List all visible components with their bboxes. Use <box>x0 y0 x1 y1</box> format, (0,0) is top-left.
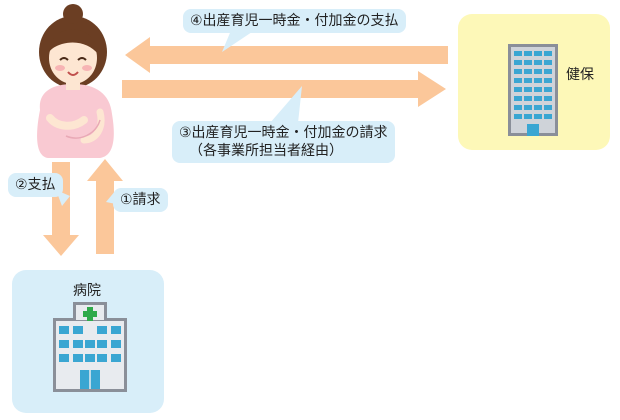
callout-tail-step4 <box>222 28 258 52</box>
callout-step3: ③出産育児一時金・付加金の請求 （各事業所担当者経由） <box>172 121 395 163</box>
hospital-building-icon <box>53 302 127 392</box>
step3-label-line2: （各事業所担当者経由） <box>189 143 343 159</box>
arrow-step1 <box>87 159 123 254</box>
step3-label-line1: ③出産育児一時金・付加金の請求 <box>179 125 388 141</box>
arrow-step3 <box>122 71 446 107</box>
step1-label: ①請求 <box>120 192 161 208</box>
callout-step1: ①請求 <box>113 188 168 212</box>
kenpo-building-icon <box>508 44 558 136</box>
kenpo-label: 健保 <box>566 67 594 83</box>
arrow-step4 <box>125 37 448 73</box>
step2-label: ②支払 <box>15 177 56 193</box>
callout-step4: ④出産育児一時金・付加金の支払 <box>183 9 406 33</box>
step4-label: ④出産育児一時金・付加金の支払 <box>190 13 399 29</box>
hospital-label: 病院 <box>73 283 101 299</box>
pregnant-woman-icon <box>37 4 114 158</box>
callout-tail-step3 <box>270 86 302 123</box>
callout-step2: ②支払 <box>8 173 63 197</box>
